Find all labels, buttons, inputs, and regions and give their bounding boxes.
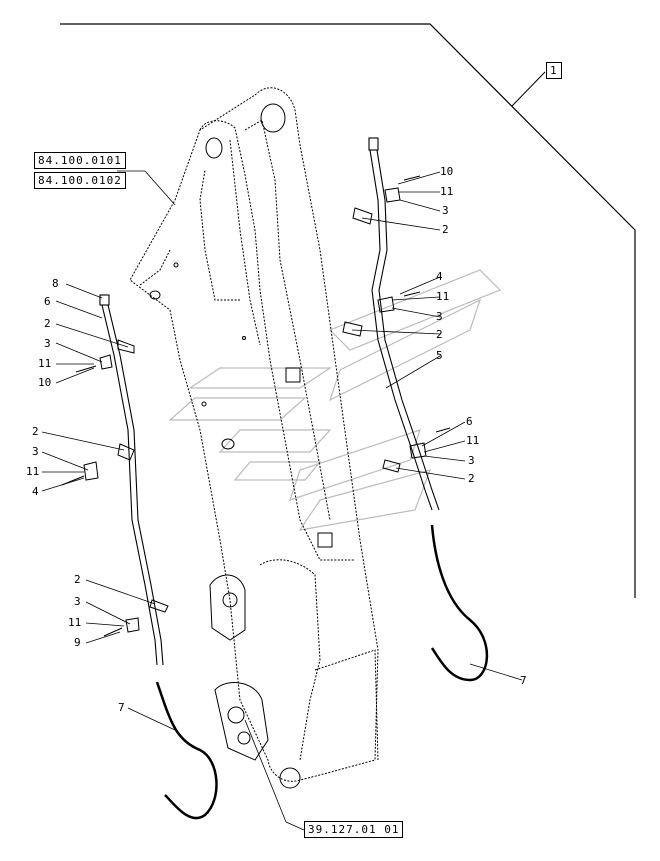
right-leaders bbox=[351, 171, 523, 681]
assembly-boundary-line bbox=[60, 23, 636, 598]
callout-label: 11 bbox=[436, 290, 450, 303]
reference-box-bottom[interactable]: 39.127.01 01 bbox=[304, 821, 404, 838]
boom-pivot-eye bbox=[260, 103, 286, 133]
callout-label: 2 bbox=[436, 328, 443, 341]
callout-label: 3 bbox=[44, 337, 51, 350]
boom-tip-pin bbox=[279, 767, 301, 789]
callout-label: 11 bbox=[466, 434, 480, 447]
callout-label: 3 bbox=[32, 445, 39, 458]
callout-label: 7 bbox=[520, 674, 527, 687]
callout-label: 6 bbox=[44, 295, 51, 308]
left-clamps bbox=[83, 339, 169, 633]
callout-label: 2 bbox=[468, 472, 475, 485]
callout-label: 6 bbox=[466, 415, 473, 428]
left-leaders bbox=[41, 283, 176, 731]
callout-label: 3 bbox=[468, 454, 475, 467]
callout-label: 4 bbox=[436, 270, 443, 283]
callout-label: 2 bbox=[44, 317, 51, 330]
callout-label: 4 bbox=[32, 485, 39, 498]
assembly-reference-box[interactable]: 1 bbox=[546, 62, 562, 79]
callout-label: 8 bbox=[52, 277, 59, 290]
callout-label: 10 bbox=[38, 376, 52, 389]
callout-label: 10 bbox=[440, 165, 454, 178]
callout-label: 5 bbox=[436, 349, 443, 362]
callout-label: 2 bbox=[32, 425, 39, 438]
boom-pivot-eye bbox=[205, 137, 223, 159]
callout-label: 9 bbox=[74, 636, 81, 649]
callout-label: 2 bbox=[442, 223, 449, 236]
callout-label: 3 bbox=[74, 595, 81, 608]
assembly-leader bbox=[511, 71, 546, 107]
reference-box-top-1[interactable]: 84.100.0101 bbox=[34, 152, 126, 169]
right-hydraulic-tube bbox=[368, 137, 489, 682]
callout-label: 11 bbox=[26, 465, 40, 478]
fasteners bbox=[61, 175, 451, 637]
callout-label: 11 bbox=[440, 185, 454, 198]
callout-label: 11 bbox=[38, 357, 52, 370]
callout-label: 3 bbox=[436, 310, 443, 323]
reference-box-top-2[interactable]: 84.100.0102 bbox=[34, 172, 126, 189]
boom-body bbox=[129, 87, 379, 782]
callout-label: 11 bbox=[68, 616, 82, 629]
watermark-logo bbox=[168, 269, 502, 531]
left-hydraulic-tube bbox=[99, 294, 218, 820]
callout-label: 2 bbox=[74, 573, 81, 586]
callout-label: 7 bbox=[118, 701, 125, 714]
callout-label: 3 bbox=[442, 204, 449, 217]
attachment-bracket bbox=[209, 574, 269, 761]
